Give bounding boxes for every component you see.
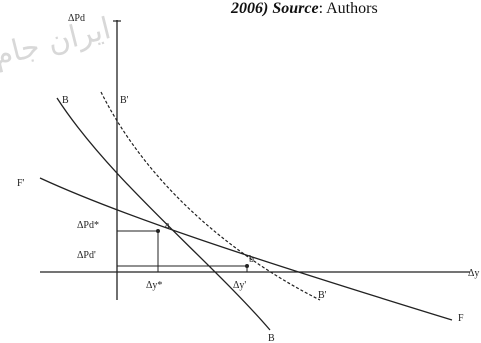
x-axis-label: Δy (468, 268, 479, 279)
curve-b-prime-top-label: B' (120, 95, 129, 106)
figure-caption: 2006) Source: Authors (230, 0, 378, 17)
curve-b-top-label: B (62, 95, 69, 106)
curve-b-prime-bottom-label: B' (318, 290, 327, 301)
caption-bold-part: 2006) Source (230, 0, 319, 17)
curve-f-left-label: F' (17, 178, 25, 189)
tick-label-y-b: ΔPd' (77, 250, 96, 261)
tick-label-x-a: Δy* (146, 280, 162, 291)
curve-b (56, 97, 271, 331)
curve-b-prime (100, 91, 321, 301)
point-b-label: b (249, 254, 254, 265)
point-b-marker (245, 264, 249, 268)
point-a-marker (156, 229, 160, 233)
point-a-label: a (165, 220, 170, 231)
caption-rest: : Authors (319, 0, 378, 17)
curve-b-bottom-label: B (268, 333, 275, 343)
tick-label-x-b: Δy' (233, 280, 246, 291)
watermark-text: ايران جام (0, 11, 114, 74)
tick-label-y-a: ΔPd* (77, 220, 99, 231)
curve-f-right-label: F (458, 313, 464, 324)
y-axis-label: ΔPd (68, 13, 85, 24)
curve-f (39, 177, 453, 321)
